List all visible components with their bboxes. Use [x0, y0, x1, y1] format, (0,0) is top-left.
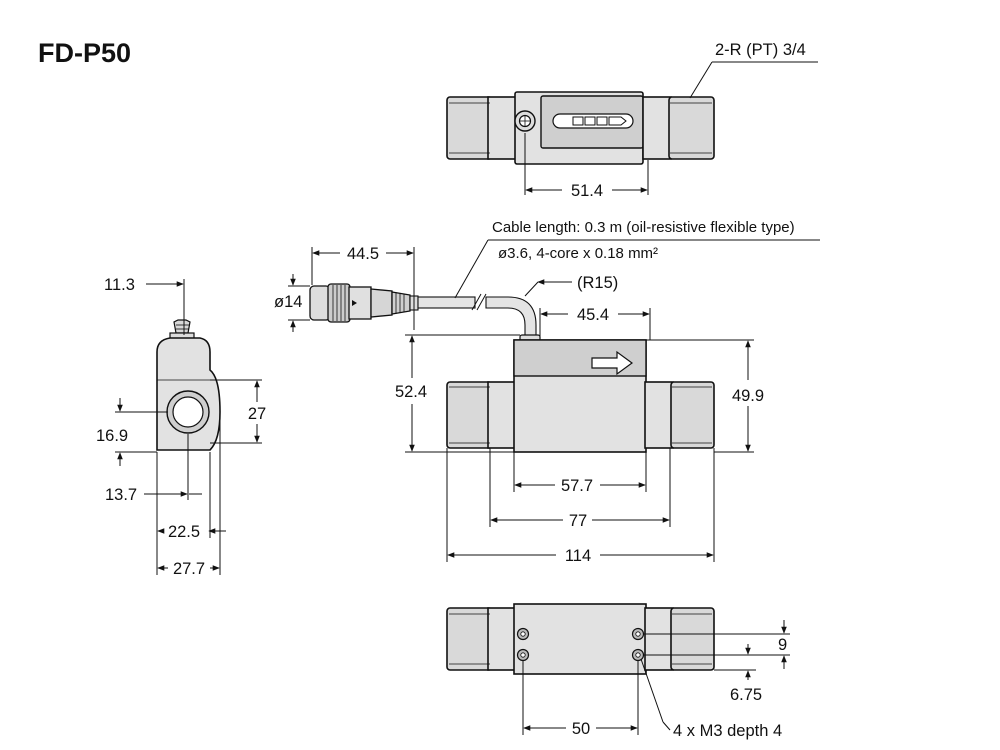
dim-57-7: 57.7 [561, 477, 593, 495]
dim-45-4: 45.4 [577, 306, 609, 324]
dim-114: 114 [565, 547, 591, 565]
dim-27-7: 27.7 [173, 560, 205, 578]
dim-11-3: 11.3 [104, 276, 135, 294]
bottom-view: 9 6.75 50 4 x M3 depth 4 [446, 603, 790, 740]
bend-radius: (R15) [577, 274, 618, 292]
dim-9: 9 [778, 636, 787, 654]
mount-hole [516, 627, 530, 641]
side-view: 11.3 27 16.9 13.7 22.5 27.7 [96, 276, 266, 578]
dim-52-4: 52.4 [395, 383, 427, 401]
mount-hole [631, 648, 645, 662]
cable-length-note: Cable length: 0.3 m (oil-resistive flexi… [492, 219, 795, 236]
dim-44-5: 44.5 [347, 245, 379, 263]
dim-50: 50 [572, 720, 590, 738]
cable-connector: Cable length: 0.3 m (oil-resistive flexi… [274, 219, 820, 350]
dim-22-5: 22.5 [168, 523, 200, 541]
dim-13-7: 13.7 [105, 486, 137, 504]
dim-dia-14: ø14 [274, 293, 302, 311]
dim-27: 27 [248, 405, 266, 423]
mount-hole [631, 627, 645, 641]
dim-6-75: 6.75 [730, 686, 762, 704]
mount-hole [516, 648, 530, 662]
dim-77: 77 [569, 512, 587, 530]
front-view: 45.4 52.4 49.9 57.7 77 114 [395, 306, 764, 565]
dim-49-9: 49.9 [732, 387, 764, 405]
dim-16-9: 16.9 [96, 427, 128, 445]
cable-spec-note: ø3.6, 4-core x 0.18 mm² [498, 245, 658, 262]
model-title: FD-P50 [38, 38, 131, 68]
top-view: 2-R (PT) 3/4 51.4 [446, 41, 818, 200]
thread-label: 2-R (PT) 3/4 [715, 41, 806, 59]
holes-note: 4 x M3 depth 4 [673, 722, 782, 740]
dim-51-4: 51.4 [571, 182, 603, 200]
